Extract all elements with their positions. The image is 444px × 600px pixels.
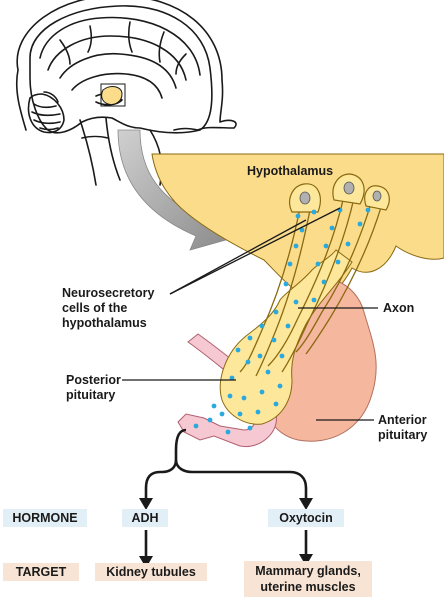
- brain-pituitary-highlight: [101, 86, 123, 105]
- neurosecretory-label-line2: cells of the: [62, 301, 128, 315]
- target-row-label: TARGET: [3, 563, 79, 581]
- hormone-adh: ADH: [122, 509, 168, 527]
- brain-outline: [29, 5, 213, 134]
- hypothalamus-label: Hypothalamus: [247, 164, 334, 178]
- brain-highlight-box: [100, 83, 126, 107]
- neurosecretory-label: Neurosecretory cells of the hypothalamus: [62, 286, 154, 331]
- target-kidney-tubules: Kidney tubules: [95, 563, 207, 581]
- anterior-label-line2: pituitary: [378, 428, 428, 442]
- secretory-granules: [193, 207, 371, 435]
- leader-lines: [122, 207, 378, 421]
- skull-outline: [15, 0, 237, 131]
- posterior-pituitary-shape: [219, 249, 353, 425]
- hormone-oxytocin: Oxytocin: [268, 509, 344, 527]
- hormone-row-label: HORMONE: [3, 509, 87, 527]
- neurosecretory-label-line1: Neurosecretory: [62, 286, 155, 300]
- target-mammary-line1: Mammary glands,: [255, 564, 361, 578]
- leader-neurosecretory-b: [169, 207, 341, 295]
- arrowheads: [139, 498, 313, 568]
- flow-arrows: [144, 428, 308, 558]
- posterior-label-line1: Posterior: [66, 373, 121, 387]
- posterior-pituitary: [219, 173, 390, 425]
- posterior-label-line2: pituitary: [66, 388, 116, 402]
- target-mammary-uterine: Mammary glands, uterine muscles: [244, 561, 372, 597]
- brainstem: [79, 117, 121, 186]
- leader-neurosecretory-a: [169, 219, 307, 295]
- target-mammary-line2: uterine muscles: [260, 580, 356, 594]
- axon-label: Axon: [383, 301, 415, 315]
- cerebellum: [27, 93, 65, 134]
- anterior-label-line1: Anterior: [378, 413, 427, 427]
- anterior-pituitary-label: Anterior pituitary: [378, 413, 427, 443]
- posterior-pituitary-label: Posterior pituitary: [66, 373, 121, 403]
- neurosecretory-label-line3: hypothalamus: [62, 316, 147, 330]
